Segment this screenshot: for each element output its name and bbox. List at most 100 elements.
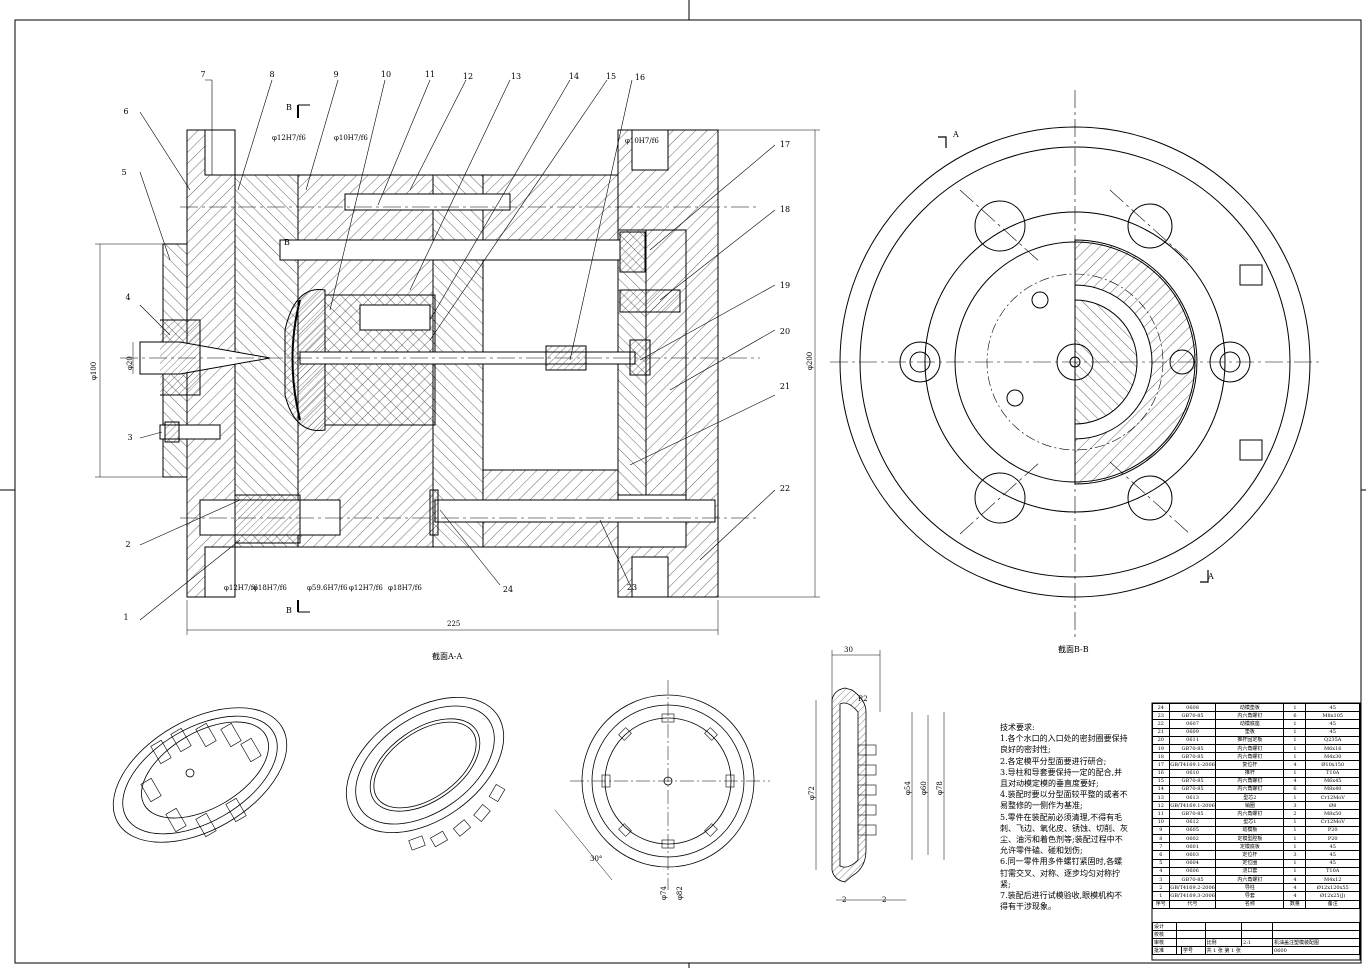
dim-view-d2: φ82 — [676, 886, 684, 900]
dim-fit-12-bottom-2: φ12H7/f6 — [349, 584, 383, 592]
bom-cell: 45 — [1305, 850, 1360, 860]
tb-xuehao: 学号 — [1180, 946, 1206, 955]
balloon-2: 2 — [125, 540, 131, 549]
bom-cell: 45 — [1305, 719, 1360, 729]
balloon-16: 16 — [634, 73, 646, 82]
bom-cell: M6x45 — [1305, 776, 1360, 786]
dim-fit-12-top: φ12H7/f6 — [272, 134, 306, 142]
bom-cell: 7 — [1152, 842, 1170, 852]
balloon-17: 17 — [779, 140, 791, 149]
balloon-19: 19 — [779, 281, 791, 290]
balloon-14: 14 — [568, 72, 580, 81]
bom-cell: 3 — [1283, 850, 1307, 860]
bom-cell: 2 — [1152, 883, 1170, 893]
balloon-1: 1 — [123, 613, 129, 622]
dim-part-d3: φ60 — [920, 781, 928, 795]
bom-cell: P20 — [1305, 833, 1360, 844]
bom-cell: 45 — [1305, 702, 1360, 713]
tb-scale-label: 比例 — [1204, 938, 1243, 947]
bom-cell: 4 — [1283, 883, 1307, 893]
balloon-20: 20 — [779, 327, 791, 336]
balloon-10: 10 — [380, 70, 392, 79]
bom-cell: 1 — [1283, 702, 1307, 713]
bom-cell: 45 — [1305, 727, 1360, 737]
bom-cell: 动模板 — [1215, 825, 1285, 836]
bom-cell: M4x12 — [1305, 874, 1360, 885]
dim-fit-59: φ59.6H7/f6 — [307, 584, 348, 592]
leader-lines — [139, 79, 776, 621]
title-block: 设计 校核 审核 比例 2:1 机油盖注塑模装配图 批准 学号 共 1 张 第 … — [1152, 922, 1360, 960]
dim-part-r: R2 — [858, 695, 868, 703]
bom-cell: 3 — [1152, 874, 1170, 885]
bom-cell: 1 — [1283, 825, 1307, 836]
tb-drawing-name: 机油盖注塑模装配图 — [1272, 938, 1360, 947]
dimension-lines — [95, 129, 820, 635]
bom-cell: 8 — [1152, 833, 1170, 844]
bom-cell: 定位杆 — [1215, 850, 1285, 860]
bom-cell: GB/T4169.3-2006 — [1168, 891, 1217, 901]
bom-cell: 0608 — [1168, 702, 1217, 713]
bom-cell: 1 — [1283, 735, 1307, 745]
bom-cell: 0605 — [1168, 825, 1217, 836]
bom-cell: GB70-85 — [1168, 776, 1217, 786]
requirement-item: 4.装配时要以分型面较平整的或者不易整修的一侧作为基准; — [1000, 790, 1128, 811]
section-mark-a-bottom: A — [1208, 572, 1214, 581]
balloon-3: 3 — [127, 433, 133, 442]
sheet-border — [14, 19, 1362, 964]
bom-cell: 5 — [1152, 858, 1170, 868]
bom-cell: 23 — [1152, 711, 1170, 721]
dim-dia-200: φ200 — [806, 351, 814, 370]
bom-cell: M8x105 — [1305, 711, 1360, 721]
section-mark-b-bottom: B — [286, 606, 292, 615]
balloon-22: 22 — [779, 484, 791, 493]
bom-cell: 内六角螺钉 — [1215, 711, 1285, 721]
bom-cell: 0602 — [1168, 833, 1217, 844]
bom-cell: 1 — [1283, 743, 1307, 754]
bom-cell: 45 — [1305, 858, 1360, 868]
bom-cell: 15 — [1152, 776, 1170, 786]
section-mark-b-mid: B — [284, 238, 290, 247]
bom-cell: T10A — [1305, 768, 1360, 778]
bom-cell: 0607 — [1168, 719, 1217, 729]
bom-cell: 12 — [1152, 801, 1170, 811]
tb-check: 校核 — [1152, 930, 1177, 939]
bom-cell: 型芯2 — [1215, 793, 1285, 803]
bom-cell: 1 — [1283, 768, 1307, 778]
section-bb-label: 截面B-B — [1058, 645, 1089, 654]
bom-cell: 17 — [1152, 760, 1170, 770]
bom-cell: GB70-85 — [1168, 752, 1217, 762]
requirement-item: 3.导柱和导套要保持一定的配合,并且对动模定模的垂直度要好; — [1000, 767, 1123, 789]
dim-part-d1: φ72 — [808, 786, 816, 800]
part-side-section — [815, 650, 945, 901]
part-front-view — [554, 680, 770, 890]
balloon-24: 24 — [502, 585, 514, 594]
dim-part-w2: 2 — [882, 896, 887, 904]
bom-cell: GB/T4169.1-2006 — [1168, 760, 1217, 770]
bom-cell: Ø10x150 — [1305, 760, 1360, 770]
bom-cell: 1 — [1283, 866, 1307, 876]
bom-cell: Ø12x25(J) — [1305, 891, 1360, 901]
bom-cell: GB70-85 — [1168, 743, 1217, 754]
bom-cell: M8x50 — [1305, 809, 1360, 819]
bom-cell: GB70-85 — [1168, 809, 1217, 819]
dim-part-d2: φ54 — [904, 781, 912, 795]
bom-cell: 1 — [1283, 752, 1307, 762]
requirement-item: 5.零件在装配前必须清理,不得有毛刺、飞边、氧化皮、锈蚀、切削、灰尘、油污和着色… — [1000, 812, 1128, 856]
bom-cell: 内六角螺钉 — [1215, 776, 1285, 786]
bom-cell: 1 — [1283, 842, 1307, 852]
tb-design: 设计 — [1152, 922, 1177, 931]
requirement-item: 6.同一零件用多件螺钉紧固时,各螺钉需交叉、对称、逐步均匀对称拧紧; — [1000, 857, 1123, 889]
bom-cell: 导柱 — [1215, 883, 1285, 893]
bom-cell: 14 — [1152, 784, 1170, 795]
bom-cell: 垫板 — [1215, 727, 1285, 737]
bom-cell: GB70-85 — [1168, 784, 1217, 795]
balloon-12: 12 — [462, 72, 474, 81]
